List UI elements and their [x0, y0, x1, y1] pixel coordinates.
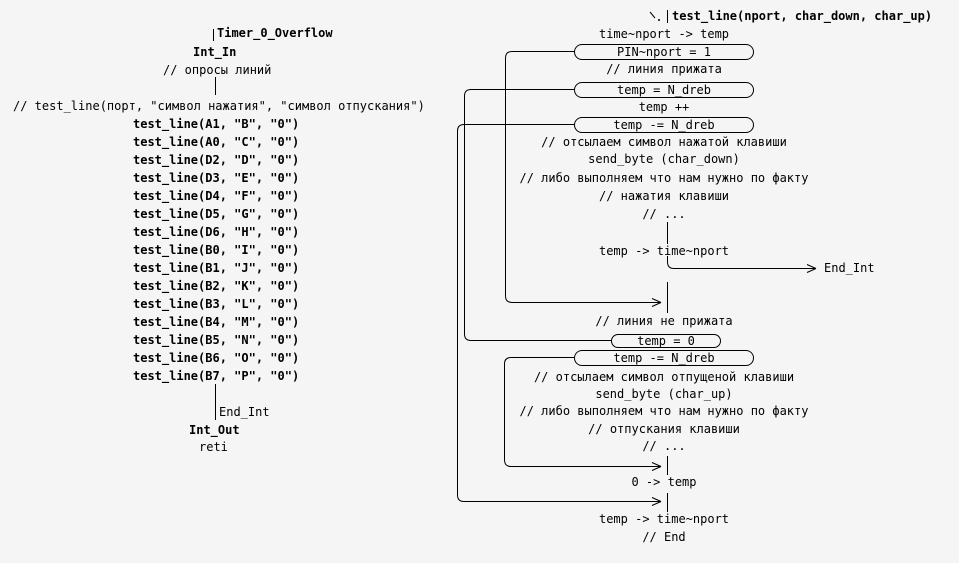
- comment-dots-1: // ...: [642, 207, 686, 221]
- reti-label: reti: [199, 440, 228, 454]
- test-line-call: test_line(A1, "B", "0"): [133, 117, 300, 131]
- temp-sub-box-1: temp -= N_dreb: [574, 117, 754, 133]
- temp-set-box: temp = N_dreb: [574, 82, 754, 98]
- test-line-call: test_line(B7, "P", "0"): [133, 369, 300, 383]
- save-time-line-2: temp -> time~nport: [598, 512, 730, 526]
- test-line-call: test_line(B1, "J", "0"): [133, 261, 300, 275]
- right-flow-column: time~nport -> temp PIN~nport = 1 // лини…: [453, 0, 875, 563]
- comment-either-2: // либо выполняем что нам нужно по факту: [519, 404, 809, 418]
- pin-check-box: PIN~nport = 1: [574, 44, 754, 60]
- send-byte-down-line: send_byte (char_down): [588, 152, 740, 166]
- cursor-artifact: [649, 11, 660, 21]
- comment-line-pressed: // линия прижата: [606, 62, 722, 76]
- comment-key-release: // отпускания клавиши: [588, 422, 740, 436]
- test-line-call: test_line(A0, "C", "0"): [133, 135, 300, 149]
- zero-temp-line: 0 -> temp: [631, 475, 697, 489]
- test-line-call: test_line(D2, "D", "0"): [133, 153, 300, 167]
- left-flow-lines: [213, 29, 216, 420]
- comment-not-pressed: // линия не прижата: [595, 314, 733, 328]
- right-flow-lines: [457, 10, 817, 512]
- test-line-call: test_line(D4, "F", "0"): [133, 189, 300, 203]
- end-int-label-right: End_Int: [824, 261, 875, 275]
- save-time-line-1: temp -> time~nport: [598, 244, 730, 258]
- test-line-call: test_line(B6, "O", "0"): [133, 351, 300, 365]
- test-line-call: test_line(B4, "M", "0"): [133, 315, 300, 329]
- comment-key-press: // нажатия клавиши: [598, 189, 730, 203]
- comment-dots-2: // ...: [642, 439, 686, 453]
- test-line-call: test_line(B2, "K", "0"): [133, 279, 300, 293]
- test-line-call: test_line(B5, "N", "0"): [133, 333, 300, 347]
- temp-zero-box: temp = 0: [611, 334, 721, 348]
- test-line-call: test_line(B0, "I", "0"): [133, 243, 300, 257]
- temp-inc-line: temp ++: [638, 100, 690, 114]
- timer-overflow-title: Timer_0_Overflow: [217, 26, 333, 40]
- test-line-call: test_line(D3, "E", "0"): [133, 171, 300, 185]
- comment-send-down: // отсылаем символ нажатой клавиши: [541, 135, 787, 149]
- read-time-line: time~nport -> temp: [598, 27, 730, 41]
- int-in-label: Int_In: [193, 45, 237, 59]
- comment-either-1: // либо выполняем что нам нужно по факту: [519, 171, 809, 185]
- test-line-title: test_line(nport, char_down, char_up): [672, 9, 933, 23]
- int-out-label: Int_Out: [189, 423, 240, 437]
- test-line-call: test_line(D6, "H", "0"): [133, 225, 300, 239]
- poll-comment: // опросы линий: [163, 63, 272, 77]
- test-line-call: test_line(B3, "L", "0"): [133, 297, 300, 311]
- temp-sub-box-2: temp -= N_dreb: [574, 350, 754, 366]
- test-line-call: test_line(D5, "G", "0"): [133, 207, 300, 221]
- send-byte-up-line: send_byte (char_up): [595, 387, 733, 401]
- end-int-label-left: End_Int: [219, 405, 270, 419]
- comment-end: // End: [642, 530, 686, 544]
- comment-send-up: // отсылаем символ отпущеной клавиши: [533, 370, 795, 384]
- proto-comment: // test_line(порт, "символ нажатия", "си…: [13, 99, 425, 113]
